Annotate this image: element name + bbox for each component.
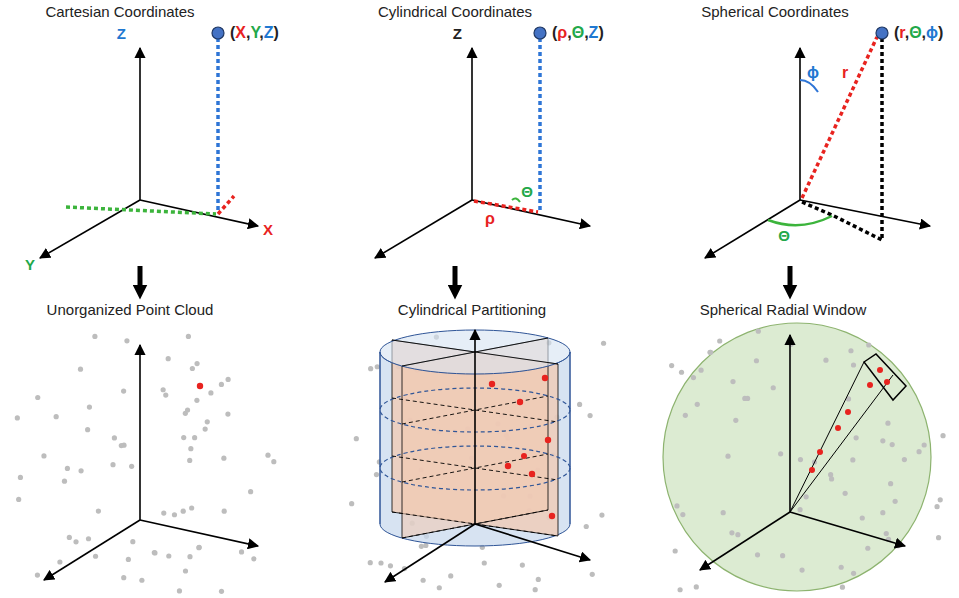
window-points	[809, 367, 890, 473]
point-marker	[212, 27, 224, 39]
axis-label: X	[263, 222, 273, 239]
radius-label: r	[842, 64, 848, 82]
cylinder-axes	[385, 330, 590, 582]
point-marker	[534, 27, 546, 39]
point-coordinates: (r,Θ,ϕ)	[894, 24, 943, 42]
panel-title: Spherical Radial Window	[700, 302, 867, 319]
cylinder	[380, 330, 570, 546]
cylindrical-axes	[375, 48, 590, 258]
partition-points	[489, 375, 555, 519]
axis-label: Z	[453, 26, 462, 43]
point-cloud	[669, 329, 946, 593]
axis-label: Z	[117, 26, 126, 43]
spherical-projections	[802, 37, 882, 240]
angle-arc	[768, 216, 832, 225]
point-coordinates: (X,Y,Z)	[230, 24, 279, 42]
angle-arc	[800, 80, 818, 92]
panel-title: Spherical Coordinates	[701, 4, 849, 21]
cylindrical-projections	[474, 38, 540, 212]
spherical-axes	[705, 48, 930, 258]
cartesian-axes	[40, 48, 258, 258]
sphere-axes	[700, 335, 905, 570]
angle-label: ϕ	[807, 64, 819, 82]
point-marker	[876, 27, 888, 39]
axis-label: Y	[25, 257, 35, 274]
panel-title: Cylindrical Coordinates	[378, 4, 532, 21]
selected-point	[197, 383, 203, 389]
radius-label: ρ	[485, 210, 495, 228]
point-coordinates: (ρ,Θ,Z)	[552, 24, 604, 42]
panel-title: Cartesian Coordinates	[45, 4, 194, 21]
sphere	[663, 323, 931, 591]
angle-label: Θ	[521, 184, 533, 201]
point-cloud	[15, 334, 277, 594]
panel-title: Cylindrical Partitioning	[398, 302, 546, 319]
down-arrow	[140, 266, 790, 292]
cartesian-projections	[66, 38, 234, 214]
angle-arc	[512, 198, 520, 202]
cloud-axes	[44, 345, 258, 580]
angle-label: Θ	[778, 228, 790, 245]
radial-window	[790, 354, 906, 512]
panel-title: Unorganized Point Cloud	[47, 302, 214, 319]
